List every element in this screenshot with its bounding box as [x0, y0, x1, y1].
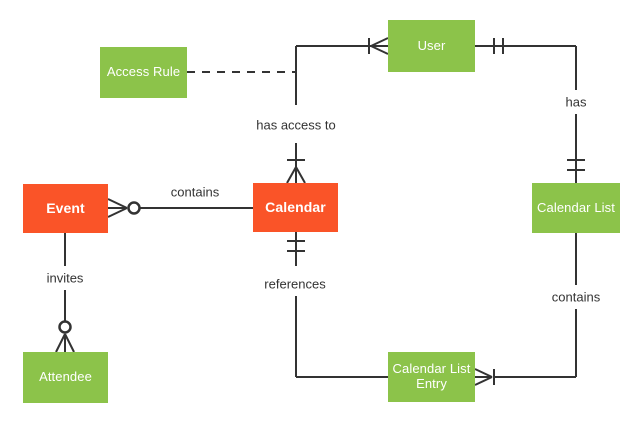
entity-event-label: Event — [46, 200, 85, 217]
entity-calendar-list[interactable]: Calendar List — [532, 183, 620, 233]
entity-event[interactable]: Event — [23, 184, 108, 233]
relationship-label-references: references — [261, 277, 329, 291]
entity-access-rule[interactable]: Access Rule — [100, 47, 187, 98]
crowfoot-calendar-top-left — [286, 166, 297, 184]
entity-calendar[interactable]: Calendar — [253, 183, 338, 232]
zero-marker-event-right — [127, 201, 141, 215]
entity-calendar-list-entry-label: Calendar List Entry — [392, 361, 471, 391]
crowfoot-calendar-top-right — [295, 166, 306, 184]
relationship-label-invites: invites — [43, 271, 87, 285]
zero-marker-attendee — [58, 320, 72, 334]
crowfoot-attendee-left — [55, 333, 66, 353]
crowfoot-attendee-right — [64, 333, 75, 353]
relationship-label-has: has — [562, 95, 590, 109]
relationship-label-has-access-to: has access to — [253, 118, 339, 132]
crowfoot-user-left-upper — [370, 37, 389, 47]
entity-user[interactable]: User — [388, 20, 475, 72]
crowfoot-entry-right-upper — [474, 368, 493, 378]
entity-access-rule-label: Access Rule — [106, 64, 181, 80]
relationship-label-contains-calendar: contains — [167, 185, 223, 199]
entity-attendee[interactable]: Attendee — [23, 352, 108, 403]
crowfoot-event-right-lower — [107, 207, 128, 218]
entity-user-label: User — [417, 37, 446, 53]
crowfoot-user-left-lower — [370, 45, 389, 55]
crowfoot-entry-right-lower — [474, 376, 493, 386]
entity-calendar-label: Calendar — [265, 199, 326, 216]
relationship-label-contains-entry: contains — [548, 290, 604, 304]
entity-calendar-list-label: Calendar List — [537, 199, 615, 215]
crowfoot-event-right-upper — [107, 198, 128, 209]
entity-calendar-list-entry[interactable]: Calendar List Entry — [388, 352, 475, 402]
entity-attendee-label: Attendee — [39, 369, 92, 385]
